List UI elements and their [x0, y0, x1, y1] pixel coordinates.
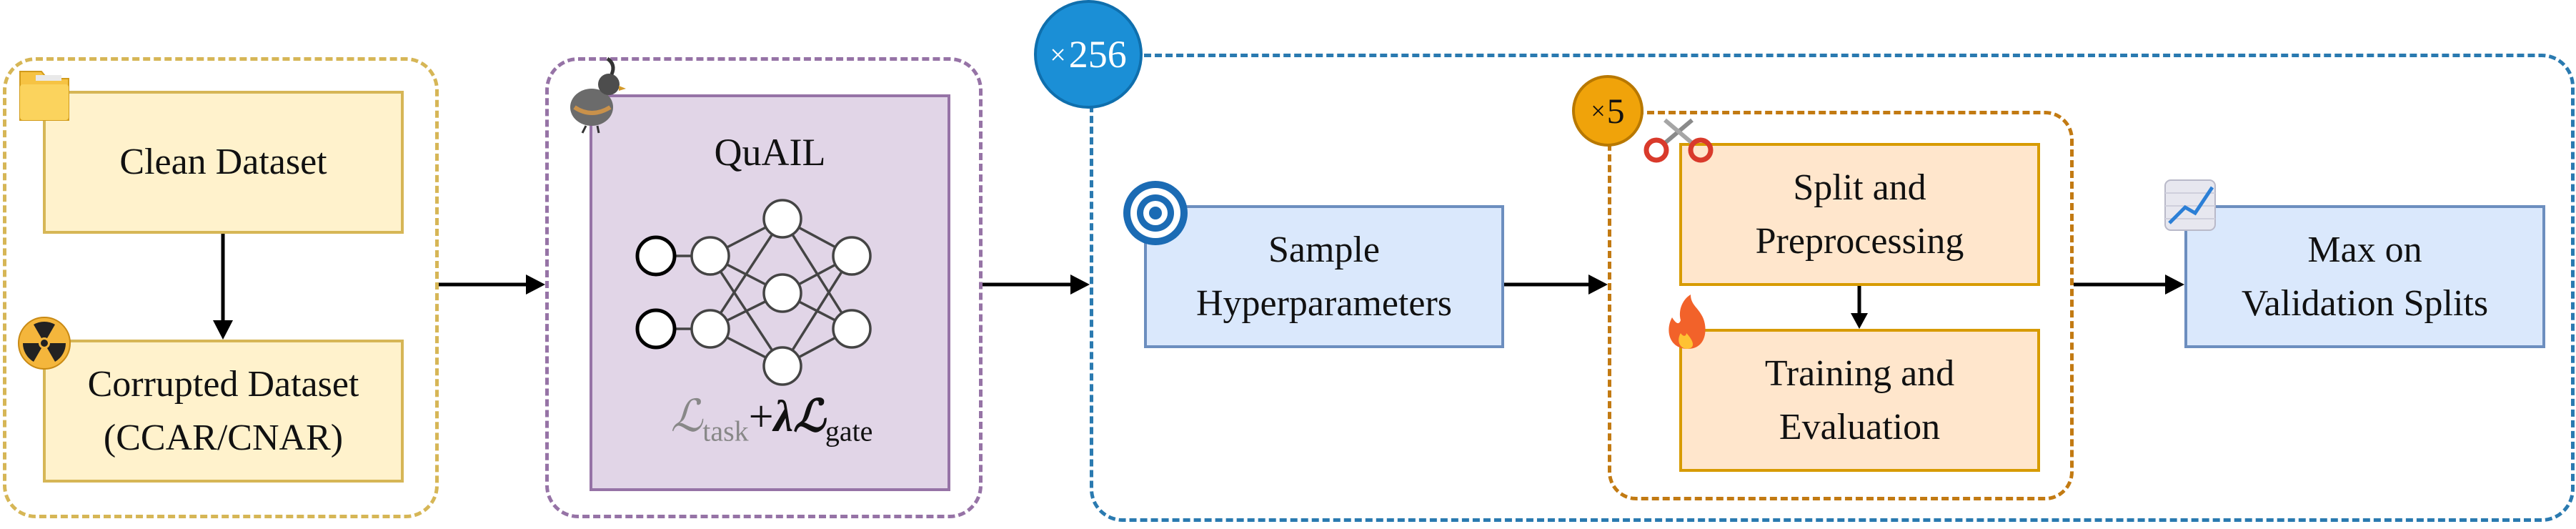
sample-hyperparameters-box: Sample Hyperparameters	[1144, 205, 1504, 348]
quail-bird-icon	[570, 56, 626, 134]
radioactive-icon	[18, 317, 71, 370]
loss-formula: ℒtask+λℒgate	[622, 390, 922, 448]
clean-dataset-box: Clean Dataset	[43, 91, 404, 234]
quail-title: QuAIL	[714, 131, 826, 174]
scissors-icon	[1643, 118, 1714, 163]
fire-icon	[1669, 295, 1706, 349]
corrupted-dataset-label: Corrupted Dataset (CCAR/CNAR)	[87, 363, 359, 458]
loss-task-symbol: ℒ	[670, 392, 703, 441]
folder-icon	[19, 71, 69, 121]
training-evaluation-box: Training and Evaluation	[1679, 329, 2040, 472]
target-icon	[1123, 181, 1188, 245]
repeat-5-count: 5	[1606, 91, 1625, 131]
split-preprocessing-label: Split and Preprocessing	[1755, 167, 1964, 262]
max-validation-box: Max on Validation Splits	[2184, 205, 2545, 348]
data-group	[3, 57, 439, 518]
training-evaluation-label: Training and Evaluation	[1764, 352, 1955, 448]
max-validation-label: Max on Validation Splits	[2241, 229, 2489, 324]
model-group	[545, 57, 983, 518]
clean-dataset-label: Clean Dataset	[119, 142, 327, 183]
loss-task-subscript: task	[702, 415, 749, 448]
repeat-256-badge: ×256	[1034, 0, 1143, 109]
sample-hyperparameters-label: Sample Hyperparameters	[1195, 229, 1453, 324]
chart-icon	[2164, 179, 2216, 231]
cross-validation-group	[1608, 111, 2074, 500]
repeat-5-symbol: ×	[1591, 97, 1606, 125]
repeat-256-symbol: ×	[1050, 38, 1066, 71]
repeat-256-count: 256	[1068, 33, 1127, 76]
hyperparameter-search-group	[1090, 54, 2575, 522]
loss-gate-symbol: ℒ	[793, 392, 825, 441]
split-preprocessing-box: Split and Preprocessing	[1679, 143, 2040, 286]
corrupted-dataset-box: Corrupted Dataset (CCAR/CNAR)	[43, 340, 404, 483]
repeat-5-badge: ×5	[1572, 75, 1643, 147]
loss-plus: +	[748, 392, 774, 441]
loss-lambda: λ	[773, 392, 794, 441]
loss-gate-subscript: gate	[825, 415, 873, 448]
neural-network-icon	[635, 199, 872, 386]
